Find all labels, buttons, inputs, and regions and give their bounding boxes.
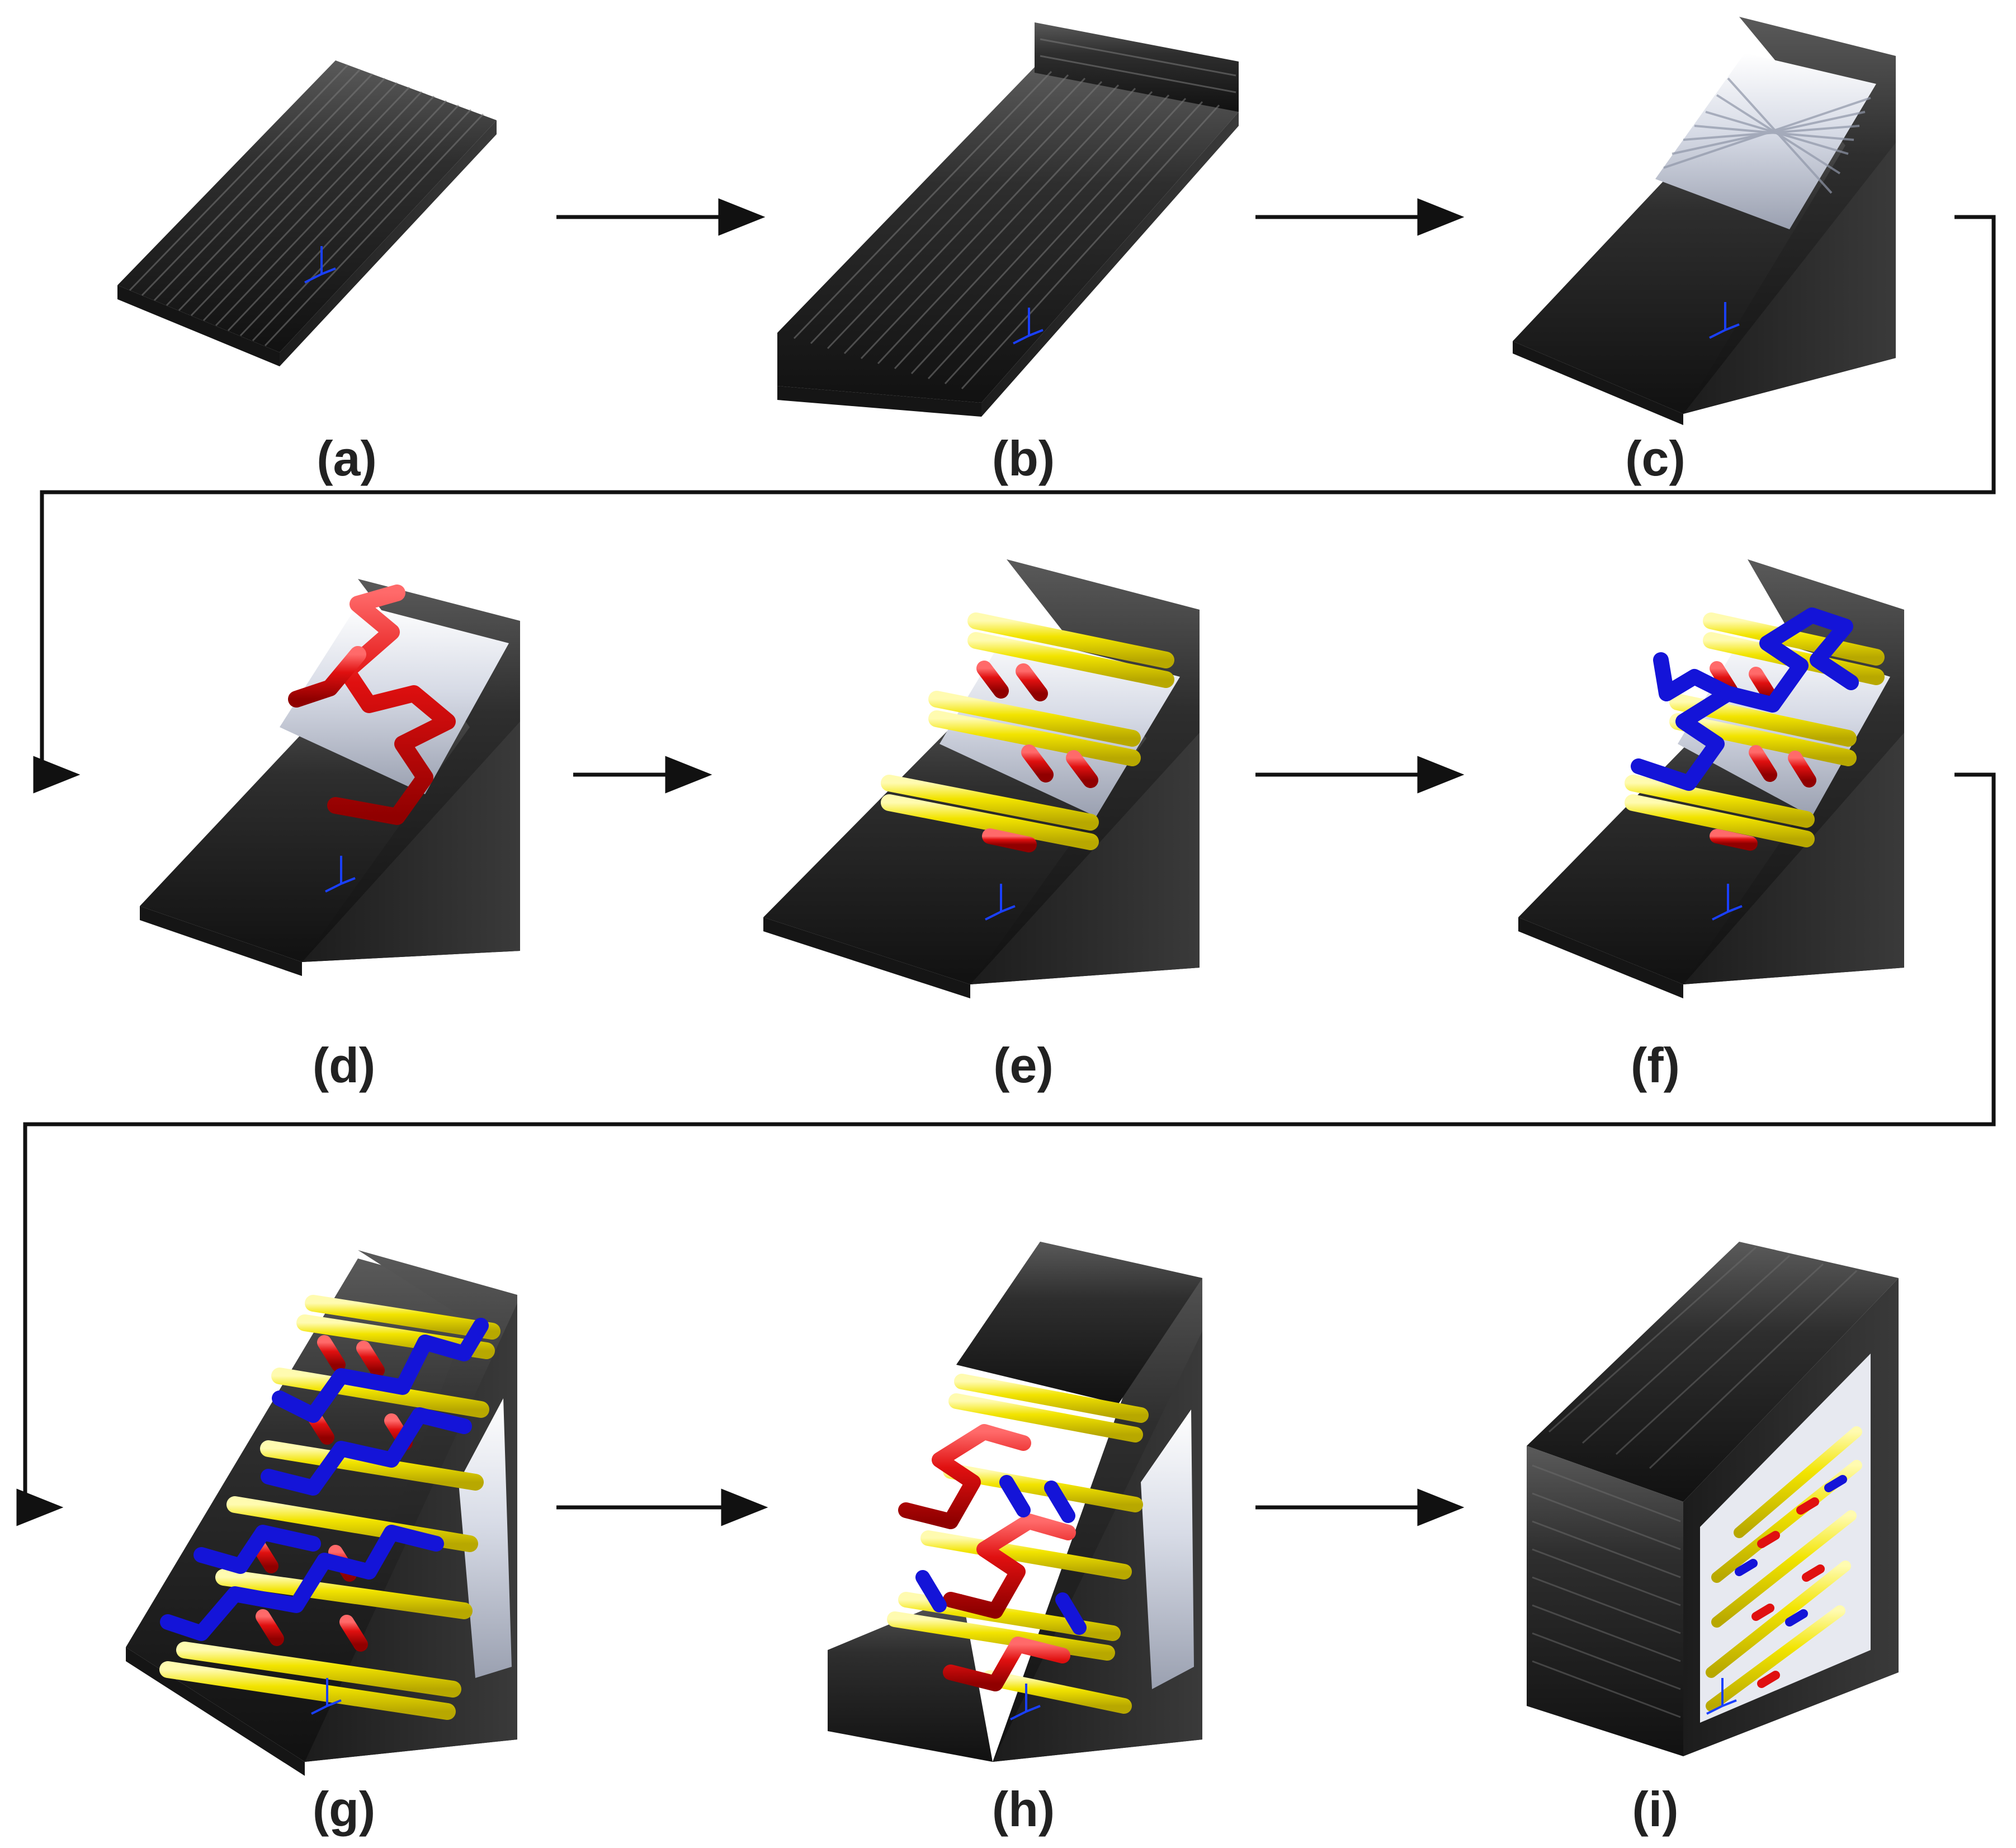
yellow-rods — [881, 612, 1174, 850]
red-filament — [1710, 661, 1816, 851]
axis-triad-icon — [1709, 302, 1740, 339]
blue-filament — [1631, 607, 1859, 791]
panel-h: (h) — [828, 1242, 1202, 1837]
panel-label: (d) — [313, 1038, 375, 1093]
support-block — [1141, 1409, 1194, 1689]
panel-d: (d) — [140, 579, 520, 1093]
panel-label: (h) — [992, 1781, 1055, 1837]
right-arrow-icon — [16, 772, 1996, 1526]
axis-triad-icon — [1712, 884, 1743, 921]
panel-g: (g) — [126, 1250, 517, 1837]
frame-bed — [117, 60, 497, 366]
right-arrow-icon — [33, 215, 1996, 794]
panel-b: (b) — [777, 22, 1239, 486]
panel-e: (e) — [763, 559, 1200, 1093]
axis-triad-icon — [1010, 1684, 1041, 1720]
panel-a: (a) — [117, 60, 497, 486]
support-block — [1655, 53, 1876, 229]
panel-label: (a) — [317, 431, 377, 486]
panel-label: (e) — [993, 1038, 1054, 1093]
panel-label: (b) — [992, 431, 1055, 486]
yellow-rods — [887, 1374, 1149, 1714]
panel-label: (c) — [1625, 431, 1685, 486]
axis-triad-icon — [325, 856, 356, 893]
red-filament — [976, 661, 1098, 852]
blue-filament — [160, 1318, 489, 1641]
axis-triad-icon — [1013, 308, 1044, 345]
panel-label: (f) — [1631, 1038, 1680, 1093]
axis-triad-icon — [311, 1678, 342, 1715]
red-filament — [288, 584, 456, 825]
axis-triad-icon — [1706, 1678, 1737, 1715]
panel-i: (i) — [1527, 1242, 1899, 1837]
frame-bed — [777, 22, 1239, 417]
panel-f: (f) — [1518, 559, 1904, 1093]
lattice-window — [1700, 1354, 1871, 1723]
axis-triad-icon — [985, 884, 1016, 921]
panel-c: (c) — [1513, 17, 1896, 486]
yellow-rods — [159, 1295, 501, 1720]
panel-label: (g) — [313, 1781, 375, 1837]
blue-filament — [915, 1475, 1087, 1635]
panel-label: (i) — [1632, 1781, 1678, 1837]
red-filament — [898, 1424, 1076, 1691]
axis-triad-icon — [304, 246, 336, 284]
